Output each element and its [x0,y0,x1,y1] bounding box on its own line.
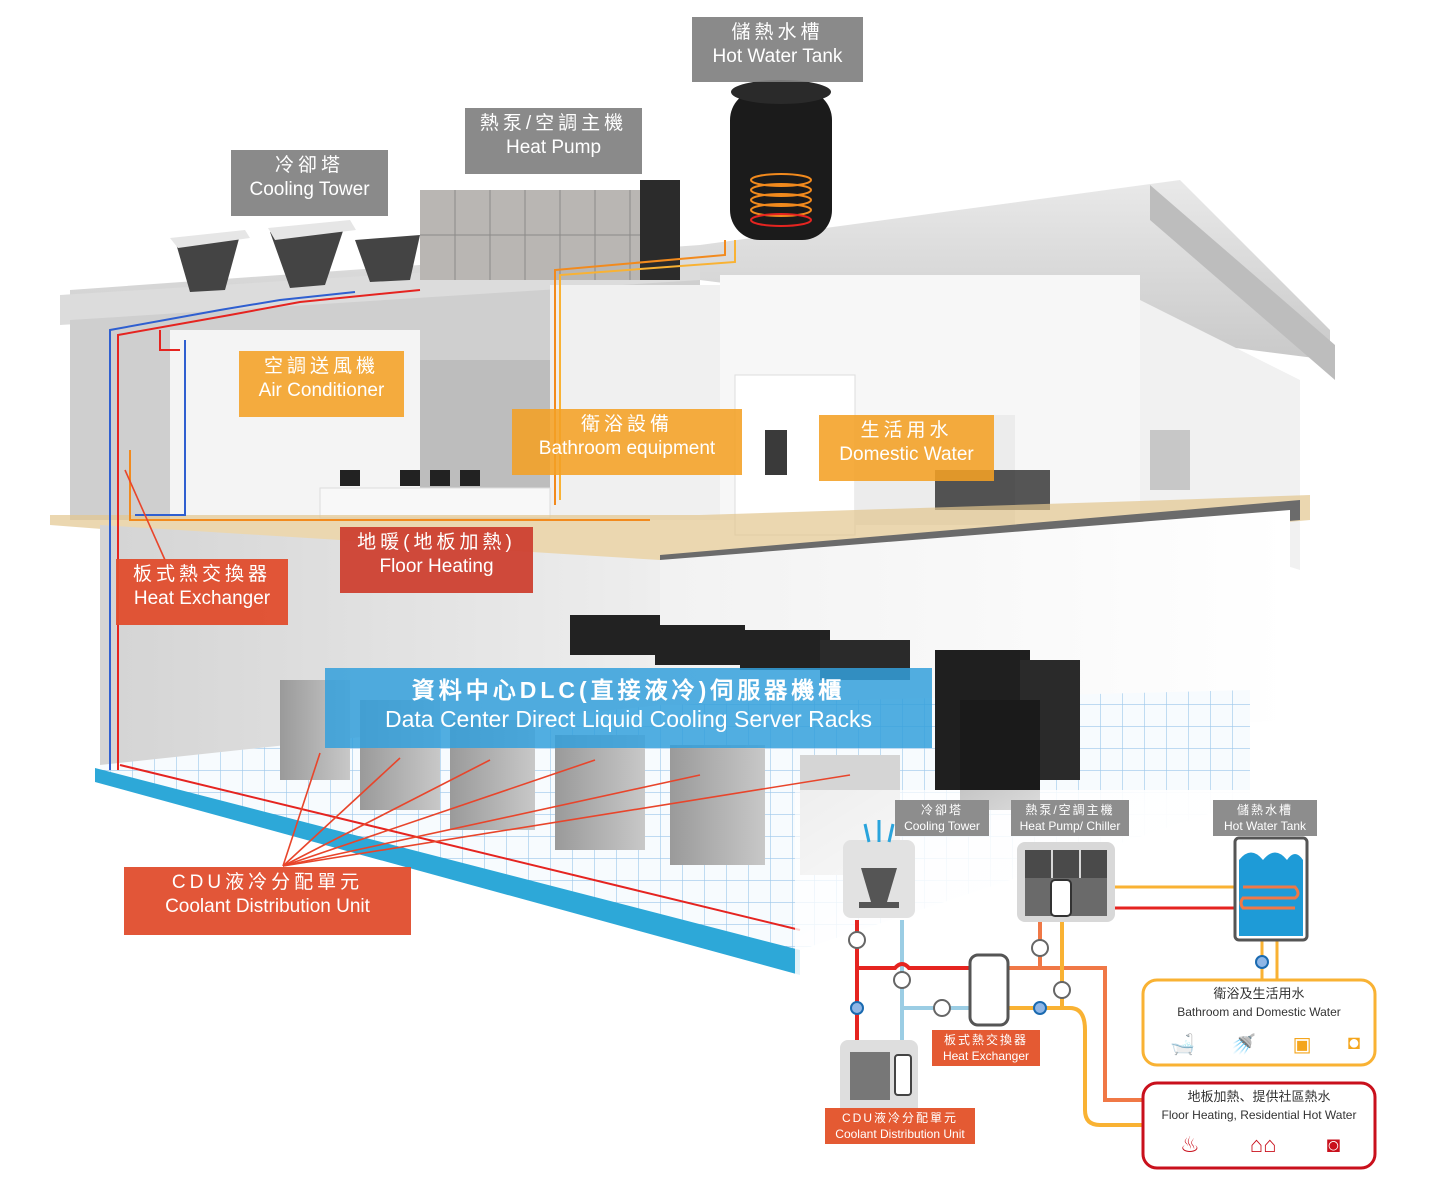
label-en: Coolant Distribution Unit [165,895,370,917]
water-heater-icon: ▣ [1292,1034,1312,1056]
bathroom-domestic-icons: 🛁 🚿 ▣ ◘ [1170,1032,1360,1057]
label-zh: 儲熱水槽 [731,22,824,43]
title-zh: 衛浴及生活用水 [1213,986,1305,1001]
label-en: Cooling Tower [249,178,370,200]
label-heat-pump: 熱泵/空調主機 Heat Pump [465,108,642,174]
label-zh: 熱泵/空調主機 [1025,803,1115,817]
label-hot-water-tank: 儲熱水槽 Hot Water Tank [692,17,863,82]
heat-pump-unit [420,180,680,280]
label-en: Floor Heating [379,555,494,577]
water-glass-icon: ◘ [1347,1032,1360,1054]
schematic-label-heat-exchanger: 板式熱交換器 Heat Exchanger [932,1030,1040,1066]
pump-icon [1255,955,1269,969]
schematic-label-cooling-tower: 冷卻塔 Cooling Tower [895,800,989,836]
label-floor-heating: 地暖(地板加熱) Floor Heating [340,527,533,593]
label-zh: 冷卻塔 [920,803,963,817]
airflow-arrows-icon [863,820,895,843]
label-zh: 生活用水 [860,420,953,441]
label-zh: 板式熱交換器 [943,1033,1028,1047]
label-zh: CDU液冷分配單元 [171,872,364,893]
heat-exchanger-symbol [968,953,1010,1027]
valve-icon [933,999,951,1017]
label-zh: 資料中心DLC(直接液冷)伺服器機櫃 [411,677,846,703]
label-heat-exchanger: 板式熱交換器 Heat Exchanger [116,559,288,625]
bathtub-icon: 🛁 [1170,1034,1195,1056]
title-en: Bathroom and Domestic Water [1177,1005,1341,1019]
label-cdu: CDU液冷分配單元 Coolant Distribution Unit [124,867,411,935]
pipe-yellow [995,1006,1155,1127]
shower-icon: 🚿 [1231,1034,1257,1056]
label-en: Cooling Tower [904,819,980,833]
schematic-label-hot-water-tank: 儲熱水槽 Hot Water Tank [1213,800,1317,836]
label-en: Data Center Direct Liquid Cooling Server… [384,705,873,732]
label-en: Heat Pump/ Chiller [1019,819,1121,833]
title-zh: 地板加熱、提供社區熱水 [1187,1089,1331,1104]
server-racks [280,615,1080,875]
label-en: Domestic Water [839,443,974,465]
schematic-label-cdu: CDU液冷分配單元 Coolant Distribution Unit [825,1108,975,1144]
hot-water-tank [730,80,832,240]
valve-icon [1031,939,1049,957]
floor-residential-title: 地板加熱、提供社區熱水 Floor Heating, Residential H… [1145,1088,1373,1124]
floor-residential-icons: ♨ ⌂⌂ ◙ [1180,1132,1340,1158]
cooling-tower-units [170,220,420,292]
label-air-conditioner: 空調送風機 Air Conditioner [239,351,404,417]
bathroom-domestic-title: 衛浴及生活用水 Bathroom and Domestic Water [1145,985,1373,1021]
bathroom-domestic-box [1141,978,1377,1067]
valve-icon [893,971,911,989]
schematic-label-heat-pump: 熱泵/空調主機 Heat Pump/ Chiller [1011,800,1129,836]
building-pipes [109,240,801,931]
pumps [850,955,1269,1015]
label-en: Air Conditioner [258,379,385,401]
label-en: Coolant Distribution Unit [835,1127,965,1141]
cdu-leader-lines [124,469,851,867]
pipe-warm [995,966,1155,1102]
label-en: Hot Water Tank [712,45,843,67]
label-zh: 熱泵/空調主機 [479,113,628,134]
label-server-racks: 資料中心DLC(直接液冷)伺服器機櫃 Data Center Direct Li… [325,668,932,748]
label-en: Heat Pump [505,136,602,158]
label-zh: CDU液冷分配單元 [842,1111,958,1125]
label-cooling-tower: 冷卻塔 Cooling Tower [231,150,388,216]
label-zh: 冷卻塔 [274,155,344,176]
label-zh: 空調送風機 [263,356,379,377]
label-en: Hot Water Tank [1223,819,1307,833]
label-en: Heat Exchanger [133,587,271,609]
label-en: Bathroom equipment [538,437,716,459]
pump-icon [1033,1001,1047,1015]
boiler-icon: ◙ [1326,1132,1340,1157]
valve-icon [848,931,866,949]
floor-residential-box [1141,1081,1377,1170]
valves [848,931,1071,1017]
label-zh: 儲熱水槽 [1236,803,1293,817]
label-zh: 衛浴設備 [580,414,673,435]
label-bathroom-equipment: 衛浴設備 Bathroom equipment [512,409,742,475]
office-desks [319,470,551,519]
label-domestic-water: 生活用水 Domestic Water [819,415,994,481]
pump-icon [850,1001,864,1015]
label-en: Heat Exchanger [942,1049,1030,1063]
label-zh: 地暖(地板加熱) [357,532,516,553]
schematic-diagram: 冷卻塔 Cooling Tower 熱泵/空調主機 Heat Pump/ Chi… [795,790,1448,1200]
title-en: Floor Heating, Residential Hot Water [1161,1108,1357,1122]
floor-heating-icon: ♨ [1180,1132,1200,1157]
valve-icon [1053,981,1071,999]
houses-icon: ⌂⌂ [1249,1132,1277,1157]
label-zh: 板式熱交換器 [132,564,271,585]
